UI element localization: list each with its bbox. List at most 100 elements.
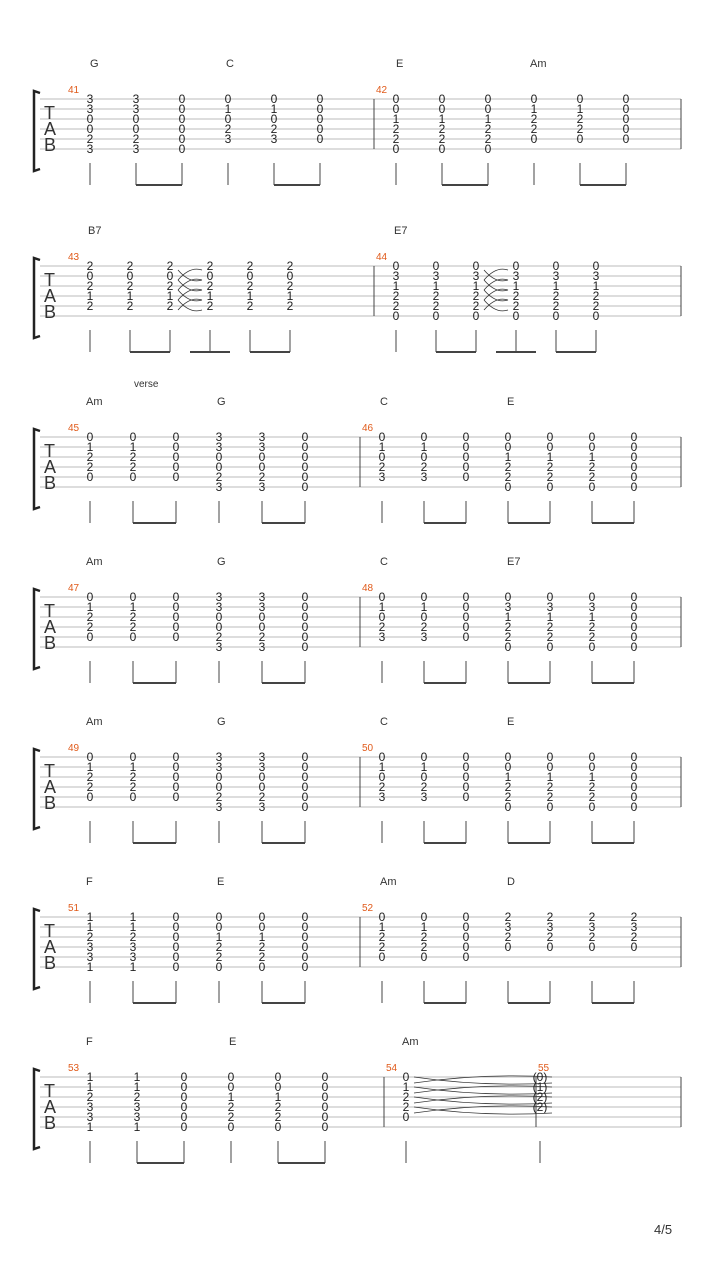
measure-number: 43 <box>68 252 80 263</box>
fret-number: 1 <box>130 600 137 614</box>
fret-number: 1 <box>287 289 294 303</box>
fret-number: 2 <box>216 470 223 484</box>
fret-number: 3 <box>216 800 223 814</box>
fret-number: 0 <box>302 960 309 974</box>
fret-number: 0 <box>173 960 180 974</box>
fret-number: 2 <box>167 279 174 293</box>
fret-number: 0 <box>259 910 266 924</box>
fret-number: 0 <box>130 470 137 484</box>
tie-arc <box>483 268 509 281</box>
fret-number: 2 <box>207 279 214 293</box>
fret-number: 3 <box>433 269 440 283</box>
fret-number: 1 <box>247 289 254 303</box>
fret-number: 0 <box>173 790 180 804</box>
fret-number: 0 <box>631 430 638 444</box>
fret-number: 3 <box>87 950 94 964</box>
fret-number: 2 <box>87 460 94 474</box>
fret-number: 0 <box>463 630 470 644</box>
tab-clef-letter: T <box>44 270 55 290</box>
fret-number: 2 <box>247 299 254 313</box>
fret-number: 0 <box>631 800 638 814</box>
fret-number: 1 <box>87 960 94 974</box>
fret-number: 0 <box>271 92 278 106</box>
fret-number: 2 <box>87 610 94 624</box>
fret-number: 0 <box>547 640 554 654</box>
fret-number: 0 <box>322 1110 329 1124</box>
fret-number: 0 <box>421 950 428 964</box>
tie-arc <box>413 1106 553 1115</box>
fret-number: 0 <box>133 112 140 126</box>
fret-number: 2 <box>589 780 596 794</box>
fret-number: 0 <box>421 450 428 464</box>
fret-number: 0 <box>463 790 470 804</box>
fret-number: 0 <box>589 440 596 454</box>
fret-number: 0 <box>463 620 470 634</box>
chord-symbol: C <box>380 396 388 408</box>
fret-number: 2 <box>287 279 294 293</box>
fret-number: 2 <box>259 630 266 644</box>
chord-symbol: E <box>396 58 403 70</box>
fret-number: 3 <box>216 440 223 454</box>
tie-arc <box>483 278 509 291</box>
fret-number: 0 <box>631 750 638 764</box>
fret-number: 2 <box>167 299 174 313</box>
chord-symbol: Am <box>86 556 103 568</box>
fret-number: 1 <box>473 279 480 293</box>
fret-number: 1 <box>87 920 94 934</box>
fret-number: 1 <box>553 279 560 293</box>
fret-number: 2 <box>505 790 512 804</box>
measure-number: 55 <box>538 1063 550 1074</box>
fret-number: 0 <box>393 102 400 116</box>
fret-number: 0 <box>173 620 180 634</box>
fret-number: 0 <box>87 470 94 484</box>
fret-number: 0 <box>473 309 480 323</box>
tie-arc <box>177 269 203 282</box>
fret-number: 2 <box>271 122 278 136</box>
fret-number: 0 <box>393 92 400 106</box>
fret-number: 0 <box>259 620 266 634</box>
fret-number: 0 <box>505 590 512 604</box>
chord-symbol: E <box>229 1036 236 1048</box>
fret-number: 2 <box>130 930 137 944</box>
fret-number: (2) <box>533 1100 548 1114</box>
fret-number: 3 <box>589 600 596 614</box>
measure-number: 53 <box>68 1063 80 1074</box>
chord-symbol: Am <box>86 396 103 408</box>
fret-number: 0 <box>485 102 492 116</box>
fret-number: 0 <box>631 450 638 464</box>
fret-number: 2 <box>87 930 94 944</box>
fret-number: 2 <box>439 122 446 136</box>
fret-number: 0 <box>179 112 186 126</box>
fret-number: 0 <box>207 269 214 283</box>
fret-number: 0 <box>181 1110 188 1124</box>
fret-number: 2 <box>87 770 94 784</box>
fret-number: 3 <box>133 92 140 106</box>
fret-number: 2 <box>259 470 266 484</box>
fret-number: 0 <box>173 450 180 464</box>
fret-number: 0 <box>179 122 186 136</box>
fret-number: 1 <box>87 1120 94 1134</box>
tab-clef-letter: T <box>44 441 55 461</box>
tab-clef-letter: T <box>44 921 55 941</box>
fret-number: 2 <box>505 780 512 794</box>
fret-number: 2 <box>393 289 400 303</box>
fret-number: 0 <box>547 940 554 954</box>
system-bracket <box>32 89 41 173</box>
fret-number: 3 <box>216 430 223 444</box>
chord-symbol: E <box>507 716 514 728</box>
tie-arc <box>483 299 509 312</box>
fret-number: 0 <box>463 610 470 624</box>
fret-number: 2 <box>589 460 596 474</box>
fret-number: 0 <box>593 259 600 273</box>
fret-number: 2 <box>421 780 428 794</box>
fret-number: 3 <box>589 920 596 934</box>
fret-number: 0 <box>173 940 180 954</box>
fret-number: 0 <box>403 1110 410 1124</box>
chord-symbol: E7 <box>507 556 520 568</box>
fret-number: (0) <box>533 1070 548 1084</box>
fret-number: 2 <box>631 930 638 944</box>
fret-number: 2 <box>473 289 480 303</box>
